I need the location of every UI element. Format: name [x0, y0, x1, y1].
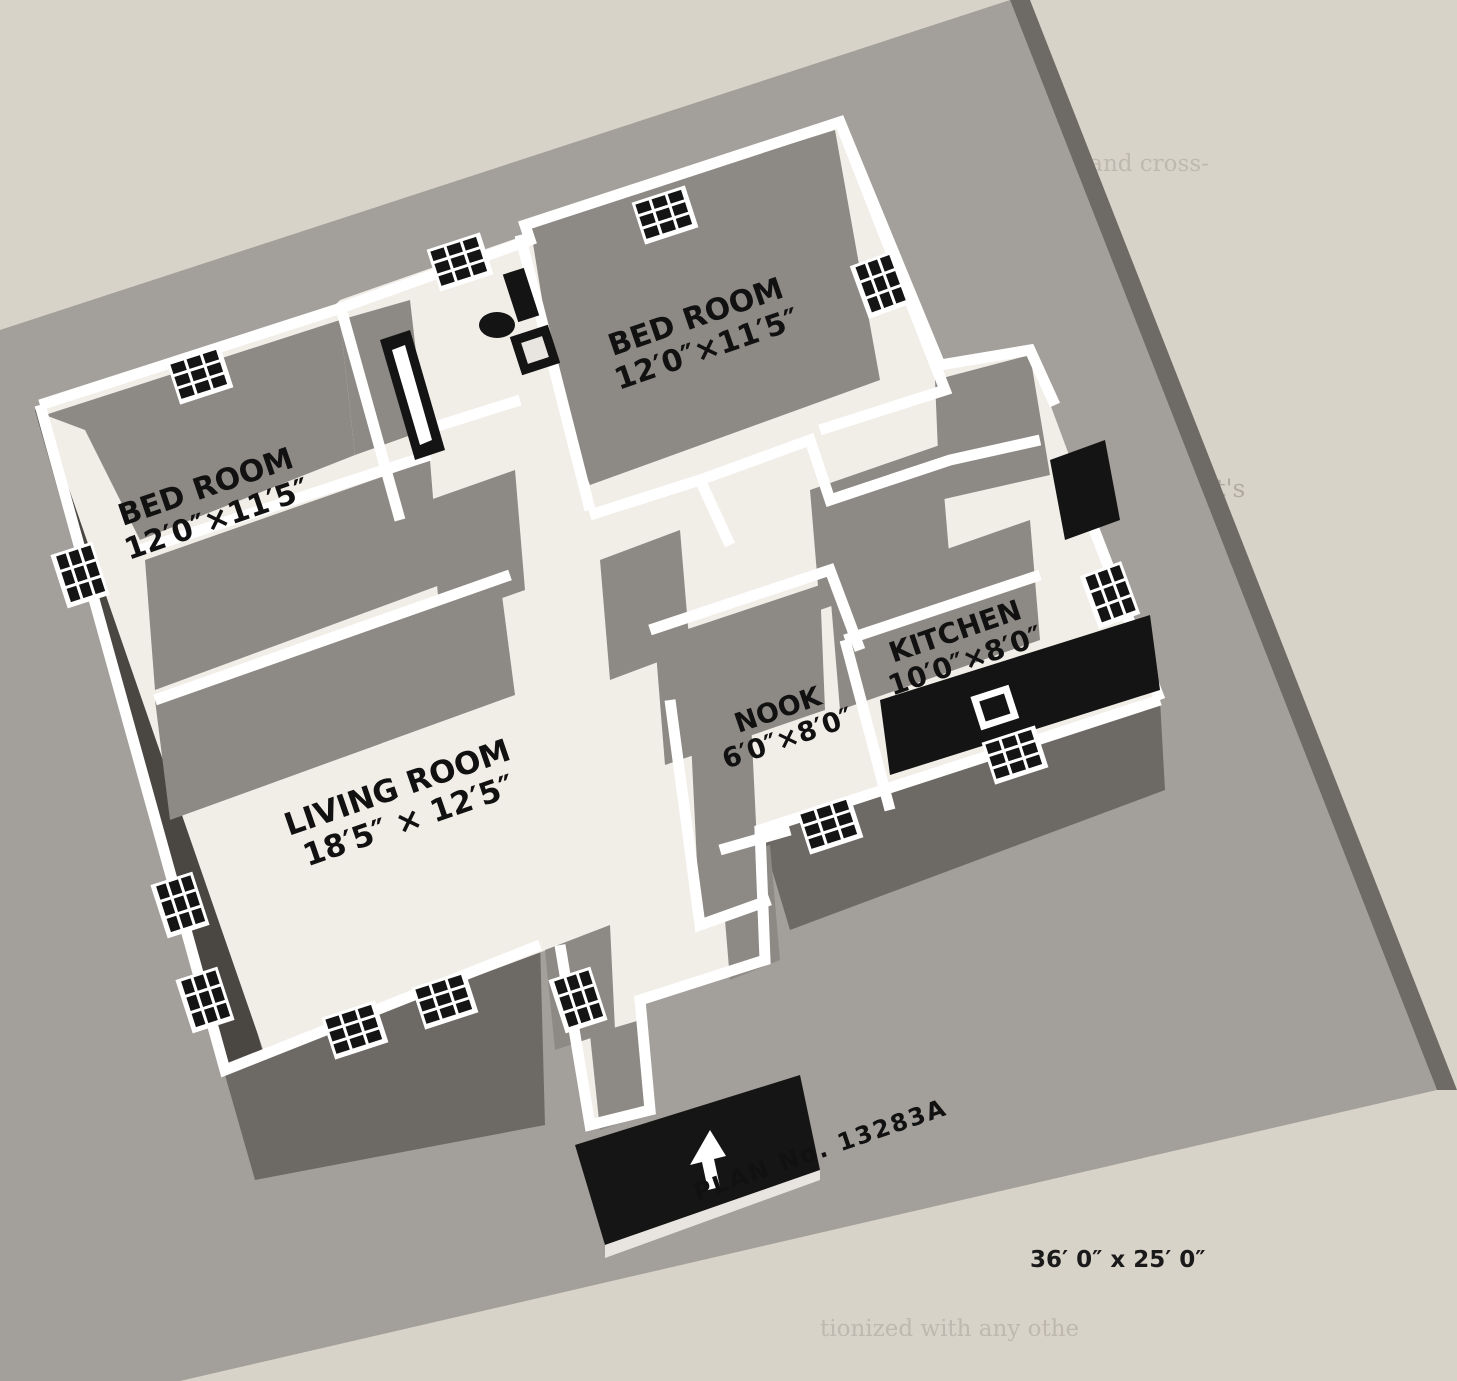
window-icon	[849, 251, 911, 319]
entry-arrow-icon	[690, 1130, 726, 1190]
window-icon	[321, 1000, 389, 1060]
toilet-tank	[502, 267, 540, 323]
bathtub-inner	[392, 345, 432, 445]
background-text-line: tionized with any othe	[820, 1316, 1080, 1342]
window-icon	[548, 966, 608, 1034]
window-icon	[50, 541, 110, 609]
toilet	[479, 312, 515, 338]
porch-box-front	[605, 1170, 820, 1258]
bath-sink-basin	[521, 336, 549, 364]
window-icon	[411, 970, 479, 1030]
window-icon	[796, 795, 864, 855]
window-icon	[631, 185, 699, 245]
window-icon	[426, 232, 494, 292]
house-model	[34, 115, 1166, 1258]
wall-tops	[34, 115, 1166, 1132]
window-icon	[175, 966, 235, 1034]
plan-board-shadow	[1010, 0, 1457, 1090]
overall-dimensions: 36′ 0″ x 25′ 0″	[1030, 1247, 1206, 1273]
window-icon	[166, 345, 234, 405]
house-side-south-kitchen	[760, 700, 1165, 930]
kitchen-counter-top	[880, 615, 1160, 775]
wall-faces	[45, 130, 1050, 1130]
window-icon	[981, 725, 1049, 785]
windows	[50, 185, 1141, 1060]
window-icon	[150, 871, 210, 939]
kitchen-sink-basin	[979, 693, 1011, 722]
window-icon	[1079, 561, 1141, 629]
kitchen-counter-right	[1050, 440, 1120, 540]
